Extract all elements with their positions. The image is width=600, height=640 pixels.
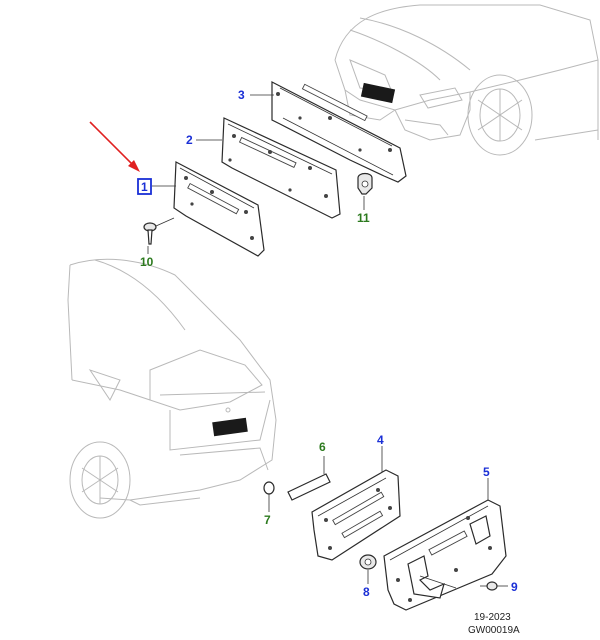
part-2-plate [221, 117, 341, 219]
callout-8[interactable]: 8 [363, 585, 370, 599]
callout-1[interactable]: 1 [141, 180, 148, 194]
callout-2[interactable]: 2 [186, 133, 193, 147]
front-car-illustration [334, 4, 599, 156]
part-9-screw [480, 581, 508, 591]
callout-3[interactable]: 3 [238, 88, 245, 102]
part-1-highlight-box [137, 178, 152, 195]
callout-9[interactable]: 9 [511, 580, 518, 594]
part-3-bracket [271, 81, 407, 183]
callout-5[interactable]: 5 [483, 465, 490, 479]
part-5-bracket [383, 499, 507, 611]
part-11-clip [357, 172, 373, 195]
part-1-plate [173, 161, 265, 257]
callout-6[interactable]: 6 [319, 440, 326, 454]
part-10-screw [143, 217, 175, 245]
callout-10[interactable]: 10 [140, 255, 154, 269]
callout-11[interactable]: 11 [357, 211, 370, 225]
part-7-pin [263, 481, 275, 506]
callout-4[interactable]: 4 [377, 433, 384, 447]
drawing-reference: GW00019A [468, 625, 520, 636]
highlight-arrow [89, 121, 140, 172]
date-code: 19-2023 [474, 612, 511, 623]
callout-7[interactable]: 7 [264, 513, 271, 527]
leader-lines [147, 94, 489, 584]
part-4-plate [311, 469, 401, 561]
rear-car-illustration [67, 258, 277, 519]
part-6-strip [287, 473, 331, 501]
part-8-nut [359, 554, 377, 570]
